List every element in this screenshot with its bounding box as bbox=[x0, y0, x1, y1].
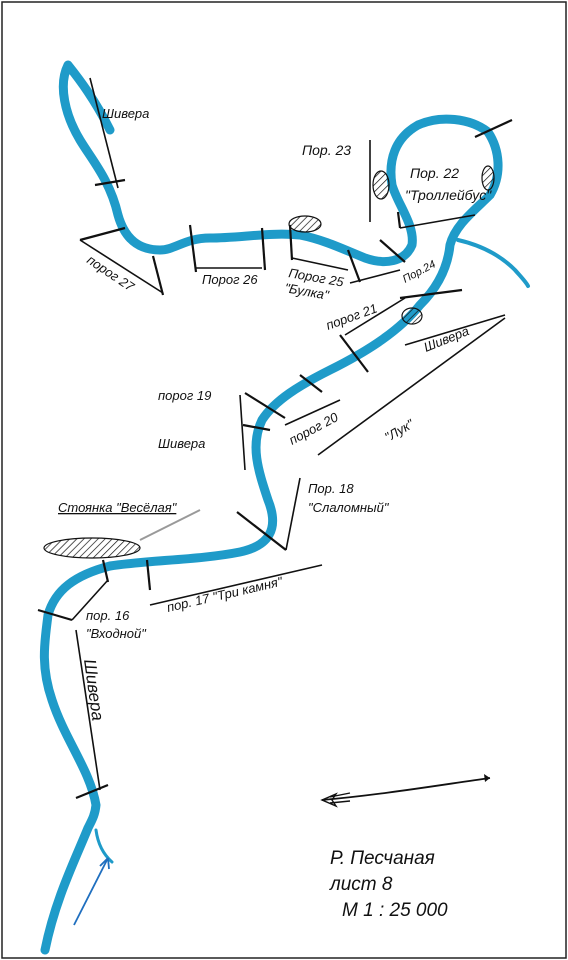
label-slalomny: "Слаломный" bbox=[308, 500, 390, 515]
legend-river-name: Р. Песчаная bbox=[330, 848, 435, 869]
label-porog-26: Порог 26 bbox=[202, 272, 258, 287]
label-stoyanka: Стоянка "Весёлая" bbox=[58, 500, 178, 515]
label-trolleybus: "Троллейбус" bbox=[405, 187, 492, 203]
legend-sheet: лист 8 bbox=[329, 874, 393, 895]
label-por-23: Пор. 23 bbox=[302, 142, 351, 158]
bulka-rock-hatch bbox=[288, 215, 322, 233]
river-line bbox=[39, 60, 503, 955]
label-por-24: Пор.24 bbox=[401, 258, 438, 285]
label-por-17: пор. 17 "Три камня" bbox=[165, 573, 285, 614]
por21-rock-hatch bbox=[401, 307, 423, 325]
label-shivera-bottom: Шивера bbox=[80, 658, 107, 722]
tributary-bottom bbox=[94, 828, 114, 864]
label-por-18: Пор. 18 bbox=[308, 481, 354, 496]
label-vhodnoy: "Входной" bbox=[86, 626, 147, 641]
tributary-right bbox=[456, 238, 530, 288]
troll-rock-hatch bbox=[481, 165, 495, 191]
label-por-22: Пор. 22 bbox=[410, 165, 459, 181]
label-porog-21: порог 21 bbox=[324, 300, 379, 332]
label-porog-19: порог 19 bbox=[158, 388, 211, 403]
legend-scale: М 1 : 25 000 bbox=[342, 900, 448, 921]
label-porog-20: порог 20 bbox=[286, 409, 341, 448]
por23-rock-hatch bbox=[372, 170, 390, 200]
label-shivera-top: Шивера bbox=[102, 106, 149, 121]
stoyanka-pointer bbox=[139, 509, 201, 541]
label-shivera-mid: Шивера bbox=[422, 323, 472, 355]
arrow-icon bbox=[320, 774, 491, 808]
label-shivera-left: Шивера bbox=[158, 436, 205, 451]
label-por-16: пор. 16 bbox=[86, 608, 130, 623]
extent-lines bbox=[71, 77, 506, 791]
label-luk: "Лук" bbox=[382, 416, 417, 445]
flow-arrow-icon bbox=[73, 857, 110, 926]
label-porog-27: порог 27 bbox=[84, 252, 137, 295]
stoyanka-bank-hatch bbox=[43, 537, 141, 559]
rapid-markers bbox=[37, 119, 513, 800]
